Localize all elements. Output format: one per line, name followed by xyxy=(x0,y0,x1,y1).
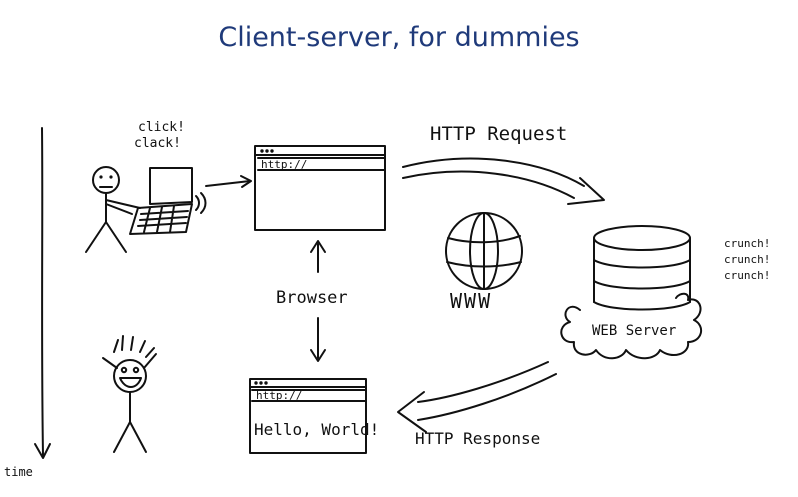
user-with-laptop xyxy=(85,166,207,253)
arrow-to-browser xyxy=(205,180,251,187)
crunch-text-2: crunch! xyxy=(724,253,770,266)
browser-label-group: Browser xyxy=(276,240,348,362)
www-label: WWW xyxy=(450,289,492,313)
web-server-cloud: WEB Server xyxy=(560,292,703,360)
click-text: click! xyxy=(138,120,185,135)
crunch-text-1: crunch! xyxy=(724,237,770,250)
web-server-label: WEB Server xyxy=(592,323,676,339)
url-bar-top: http:// xyxy=(261,158,307,171)
request-arrow xyxy=(402,157,605,205)
http-response-label: HTTP Response xyxy=(415,429,540,448)
page-title: Client-server, for dummies xyxy=(218,22,580,53)
browser-window-top: http:// xyxy=(254,145,386,231)
clack-text: clack! xyxy=(134,136,181,151)
http-request-label: HTTP Request xyxy=(430,123,567,145)
browser-label: Browser xyxy=(276,288,348,308)
response-arrow xyxy=(397,361,557,433)
url-bar-bottom: http:// xyxy=(256,389,302,402)
time-axis: time xyxy=(4,127,51,479)
browser-window-bottom: http:// Hello, World! xyxy=(249,378,379,454)
happy-user xyxy=(102,335,157,453)
web-server-database xyxy=(593,225,691,311)
hello-world-text: Hello, World! xyxy=(254,420,379,439)
crunch-text-3: crunch! xyxy=(724,269,770,282)
www-globe: WWW xyxy=(445,212,523,313)
time-label: time xyxy=(4,465,33,479)
